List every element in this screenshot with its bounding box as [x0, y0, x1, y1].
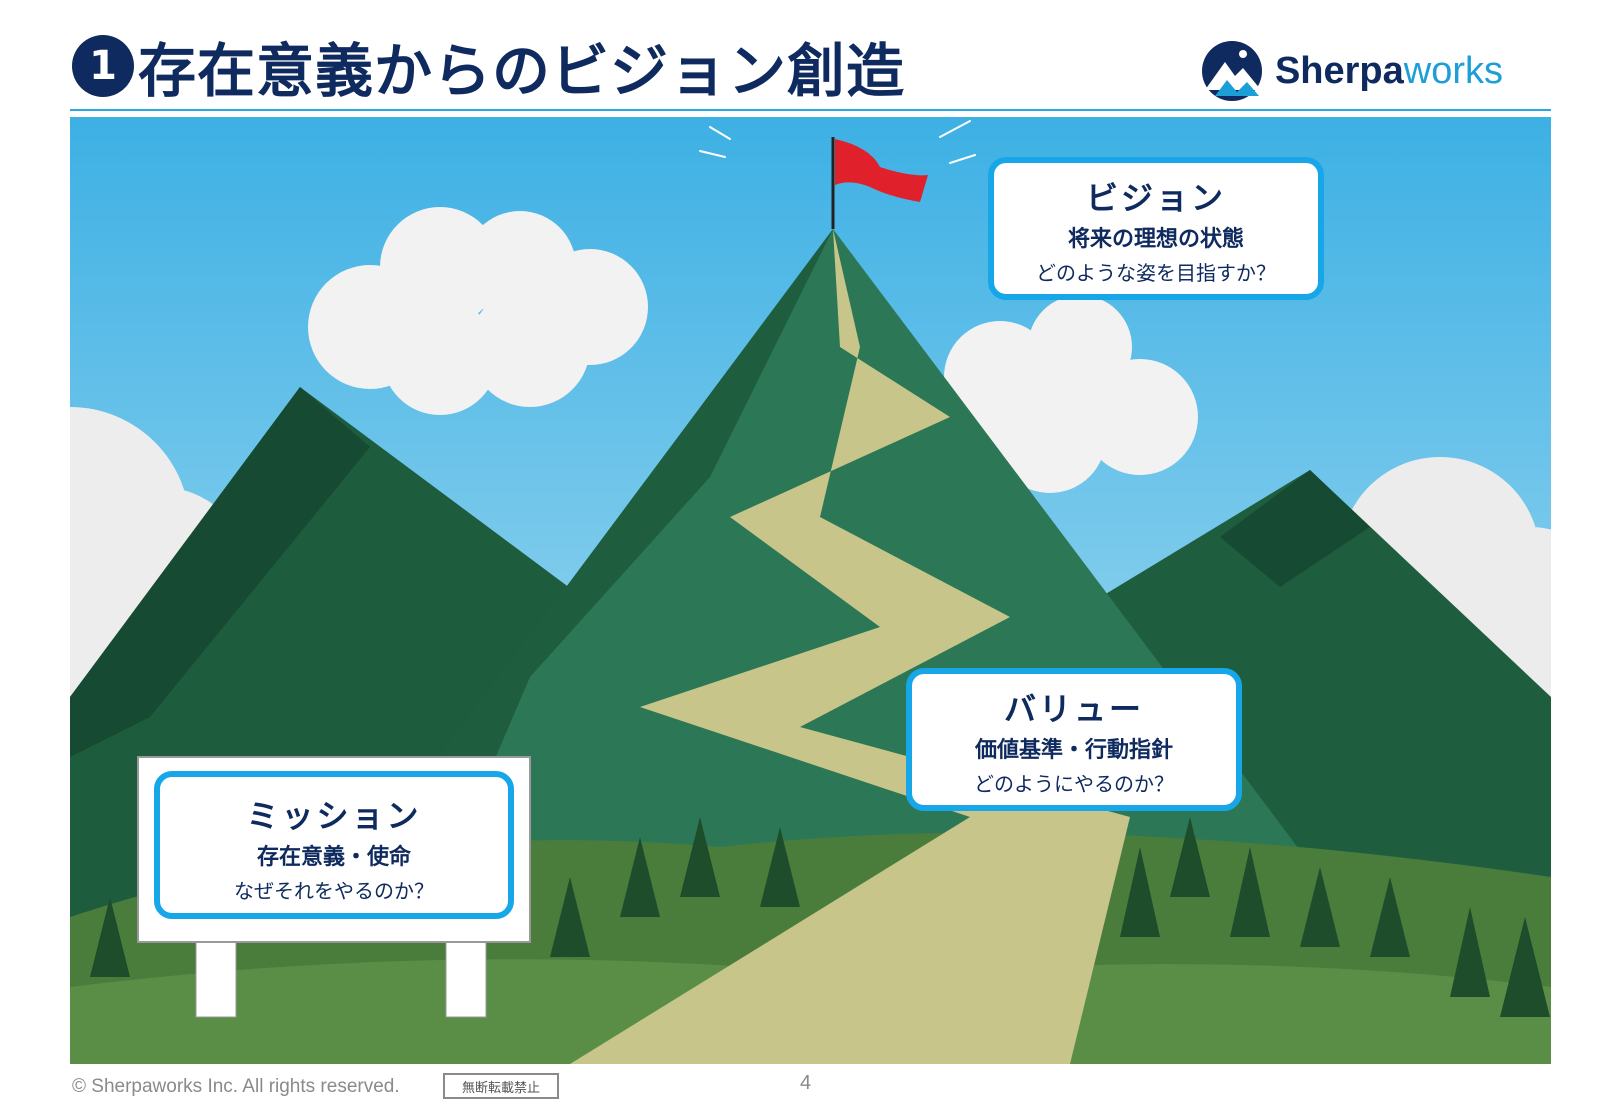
vision-card: ビジョン 将来の理想の状態 どのような姿を目指すか？ [988, 157, 1324, 300]
vision-question: どのような姿を目指すか？ [1036, 261, 1276, 285]
mountain-scene-graphic [70, 117, 1551, 1064]
flag [835, 139, 928, 202]
sherpaworks-logo: Sherpaworks [1195, 40, 1503, 102]
vision-heading: ビジョン [1085, 179, 1226, 217]
slide-title: 1 存在意義からのビジョン創造 [72, 28, 905, 105]
flag-rays [699, 120, 976, 164]
logo-wordmark: Sherpaworks [1275, 50, 1503, 93]
page-number: 4 [800, 1072, 812, 1094]
value-subheading: 価値基準・行動指針 [974, 738, 1173, 763]
title-number-badge: 1 [72, 35, 134, 97]
mission-question: なぜそれをやるのか？ [234, 879, 434, 903]
value-heading: バリュー [1003, 690, 1144, 728]
left-mountain-shade [70, 387, 370, 757]
main-mountain-shadow [350, 229, 833, 877]
footer-copyright: © Sherpaworks Inc. All rights reserved. [72, 1076, 400, 1097]
logo-text-light: works [1403, 49, 1503, 92]
trees [90, 817, 1550, 1017]
logo-text-bold: Sherpa [1274, 49, 1404, 92]
signboard-post-right [445, 936, 487, 1018]
footer-no-reproduction-badge: 無断転載禁止 [443, 1073, 559, 1099]
mission-subheading: 存在意義・使命 [256, 845, 411, 870]
right-mountain-shade [1220, 470, 1370, 587]
title-text: 存在意義からのビジョン創造 [138, 37, 906, 105]
signboard-post-left [195, 936, 237, 1018]
mission-heading: ミッション [246, 797, 422, 835]
value-question: どのようにやるのか？ [974, 772, 1174, 796]
mountain-path [570, 229, 1130, 1064]
value-card: バリュー 価値基準・行動指針 どのようにやるのか？ [906, 668, 1242, 811]
mission-card: ミッション 存在意義・使命 なぜそれをやるのか？ [154, 771, 514, 919]
vision-subheading: 将来の理想の状態 [1067, 227, 1244, 252]
mountain-illustration: ビジョン 将来の理想の状態 どのような姿を目指すか？ バリュー 価値基準・行動指… [70, 117, 1551, 1064]
cloud-top-left [308, 207, 648, 415]
logo-mountain-icon [1201, 41, 1262, 101]
header-rule [70, 109, 1551, 111]
